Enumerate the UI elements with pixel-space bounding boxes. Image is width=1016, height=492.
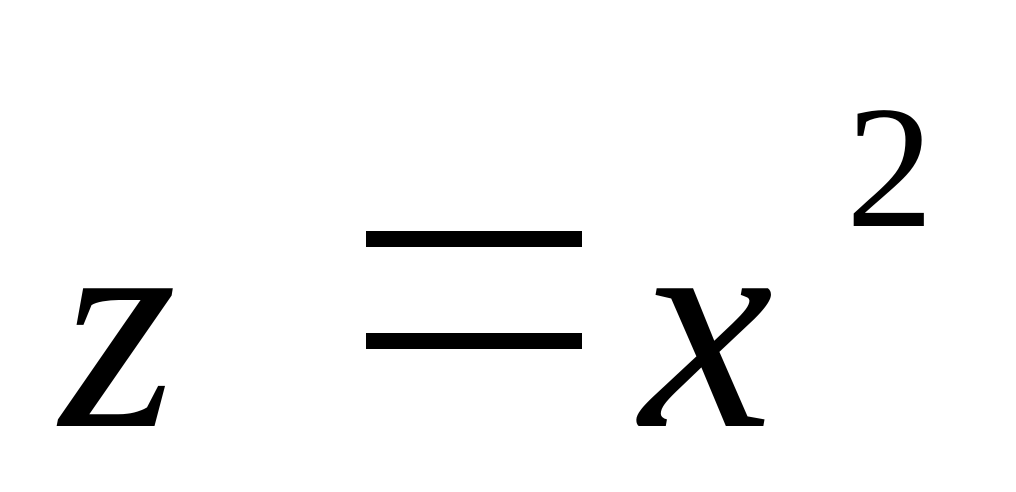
variable-z: z	[60, 159, 177, 491]
variable-x: x	[640, 159, 774, 491]
exponent-2: 2	[846, 70, 934, 264]
equals-bar-top	[366, 231, 582, 247]
equals-bar-bottom	[366, 333, 582, 349]
equals-sign	[366, 231, 582, 349]
